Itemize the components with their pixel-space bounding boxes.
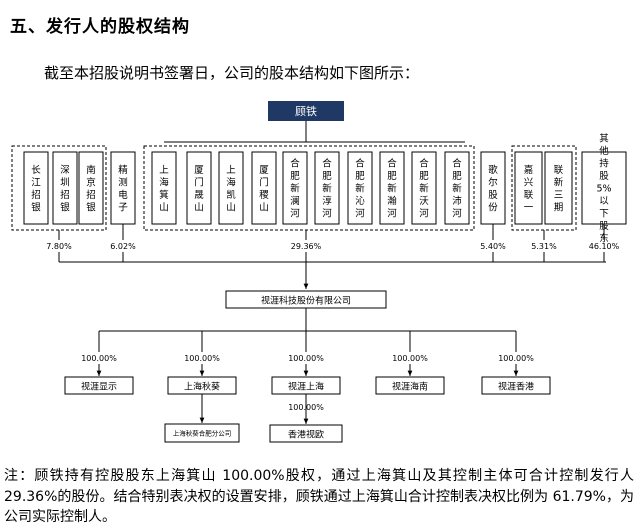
subsidiary-name: 上海秋葵 [184, 381, 220, 393]
shareholder-name: 合肥新澜河 [290, 158, 300, 220]
company-label: 视涯科技股份有限公司 [261, 295, 351, 307]
shareholder-box [480, 151, 506, 225]
section-heading: 五、发行人的股权结构 [10, 17, 190, 37]
shareholder-boxes: 长江招银 深圳招银 南京招银 精测电子 上海箕山 厦门晟山 上海凯山 厦门稷山 合肥新澜河 合肥新… [23, 134, 627, 245]
shareholder-box [186, 151, 212, 225]
group-percentage: 6.02% [110, 242, 136, 251]
subsidiary-name: 视涯海南 [392, 381, 428, 393]
subsidiary-name: 视涯上海 [288, 381, 324, 393]
subsidiary-box [375, 376, 445, 395]
shareholder-name: 厦门晟山 [194, 165, 204, 214]
shareholder-box [411, 151, 437, 225]
ownership-chart: 顾铁 长江招银 深圳招银 南京招银 精测电子 上海箕山 厦门晟山 上海凯山 厦门稷山 合肥新澜河… [11, 101, 627, 443]
shareholder-box [52, 151, 78, 225]
branch-box [164, 423, 240, 443]
shareholder-name: 合肥新瀚河 [387, 158, 397, 220]
top-holder-label: 顾铁 [295, 105, 317, 118]
shareholder-name: 合肥新沃河 [419, 158, 429, 220]
shareholder-box [444, 151, 470, 225]
shareholder-name: 联新三期 [554, 165, 564, 214]
shareholder-box [347, 151, 373, 225]
shareholder-name: 歌尔股份 [488, 164, 498, 214]
subsidiary-percentage: 100.00% [498, 354, 534, 363]
second-level-label: 香港视欧 [288, 429, 324, 441]
subsidiary-name: 视涯香港 [498, 381, 534, 393]
shareholder-name: 南京招银 [86, 164, 96, 214]
shareholder-name: 精测电子 [118, 164, 128, 214]
group-percentage: 7.80% [46, 242, 72, 251]
group-percentage: 46.10% [589, 242, 620, 251]
group-percentage: 29.36% [291, 242, 322, 251]
subsidiary-box [481, 376, 551, 395]
subsidiary-percentage: 100.00% [81, 354, 117, 363]
subsidiary-boxes: 100.00% 视涯显示 100.00% 上海秋葵 100.00% 视涯上海 100.00%… [64, 331, 551, 395]
shareholder-box [23, 151, 49, 225]
shareholder-box [251, 151, 277, 225]
subsidiary-percentage: 100.00% [392, 354, 428, 363]
shareholder-name: 合肥新沁河 [355, 158, 365, 220]
shareholder-box [78, 151, 104, 225]
subsidiary-name: 视涯显示 [81, 381, 117, 393]
subsidiary-percentage: 100.00% [288, 354, 324, 363]
shareholder-box [544, 151, 573, 225]
footnote: 注：顾铁持有控股股东上海箕山 100.00%股权，通过上海箕山及其控制主体可合计… [4, 468, 634, 525]
branch-label: 上海秋葵合肥分公司 [173, 429, 232, 438]
shareholder-box [218, 151, 244, 225]
subsidiary-box [64, 376, 134, 395]
shareholder-box [151, 151, 177, 225]
subsidiary-percentage: 100.00% [184, 354, 220, 363]
group-frame-jishan [143, 145, 475, 231]
shareholder-name: 深圳招银 [60, 165, 70, 214]
shareholder-name: 嘉兴联一 [524, 164, 534, 214]
shareholder-box [514, 151, 543, 225]
shareholder-name: 上海凯山 [226, 165, 236, 214]
shareholder-box [314, 151, 340, 225]
shareholder-box [282, 151, 308, 225]
second-level-box [269, 424, 343, 443]
shareholder-name: 上海箕山 [159, 165, 169, 214]
group-percentages: 7.80% 6.02% 29.36% 5.40% 5.31% 46.10% [46, 224, 620, 262]
group-percentage: 5.31% [531, 242, 557, 251]
shareholder-box [110, 151, 136, 225]
shareholder-box [581, 151, 627, 225]
shareholder-name: 厦门稷山 [259, 165, 269, 214]
shareholder-name: 合肥新沛河 [452, 158, 462, 220]
shareholder-name: 长江招银 [31, 164, 41, 214]
shareholder-box [379, 151, 405, 225]
group-percentage: 5.40% [480, 242, 506, 251]
shareholder-name: 合肥新淳河 [322, 158, 332, 220]
top-holder-box [268, 101, 344, 121]
intro-text: 截至本招股说明书签署日，公司的股本结构如下图所示： [44, 64, 420, 82]
